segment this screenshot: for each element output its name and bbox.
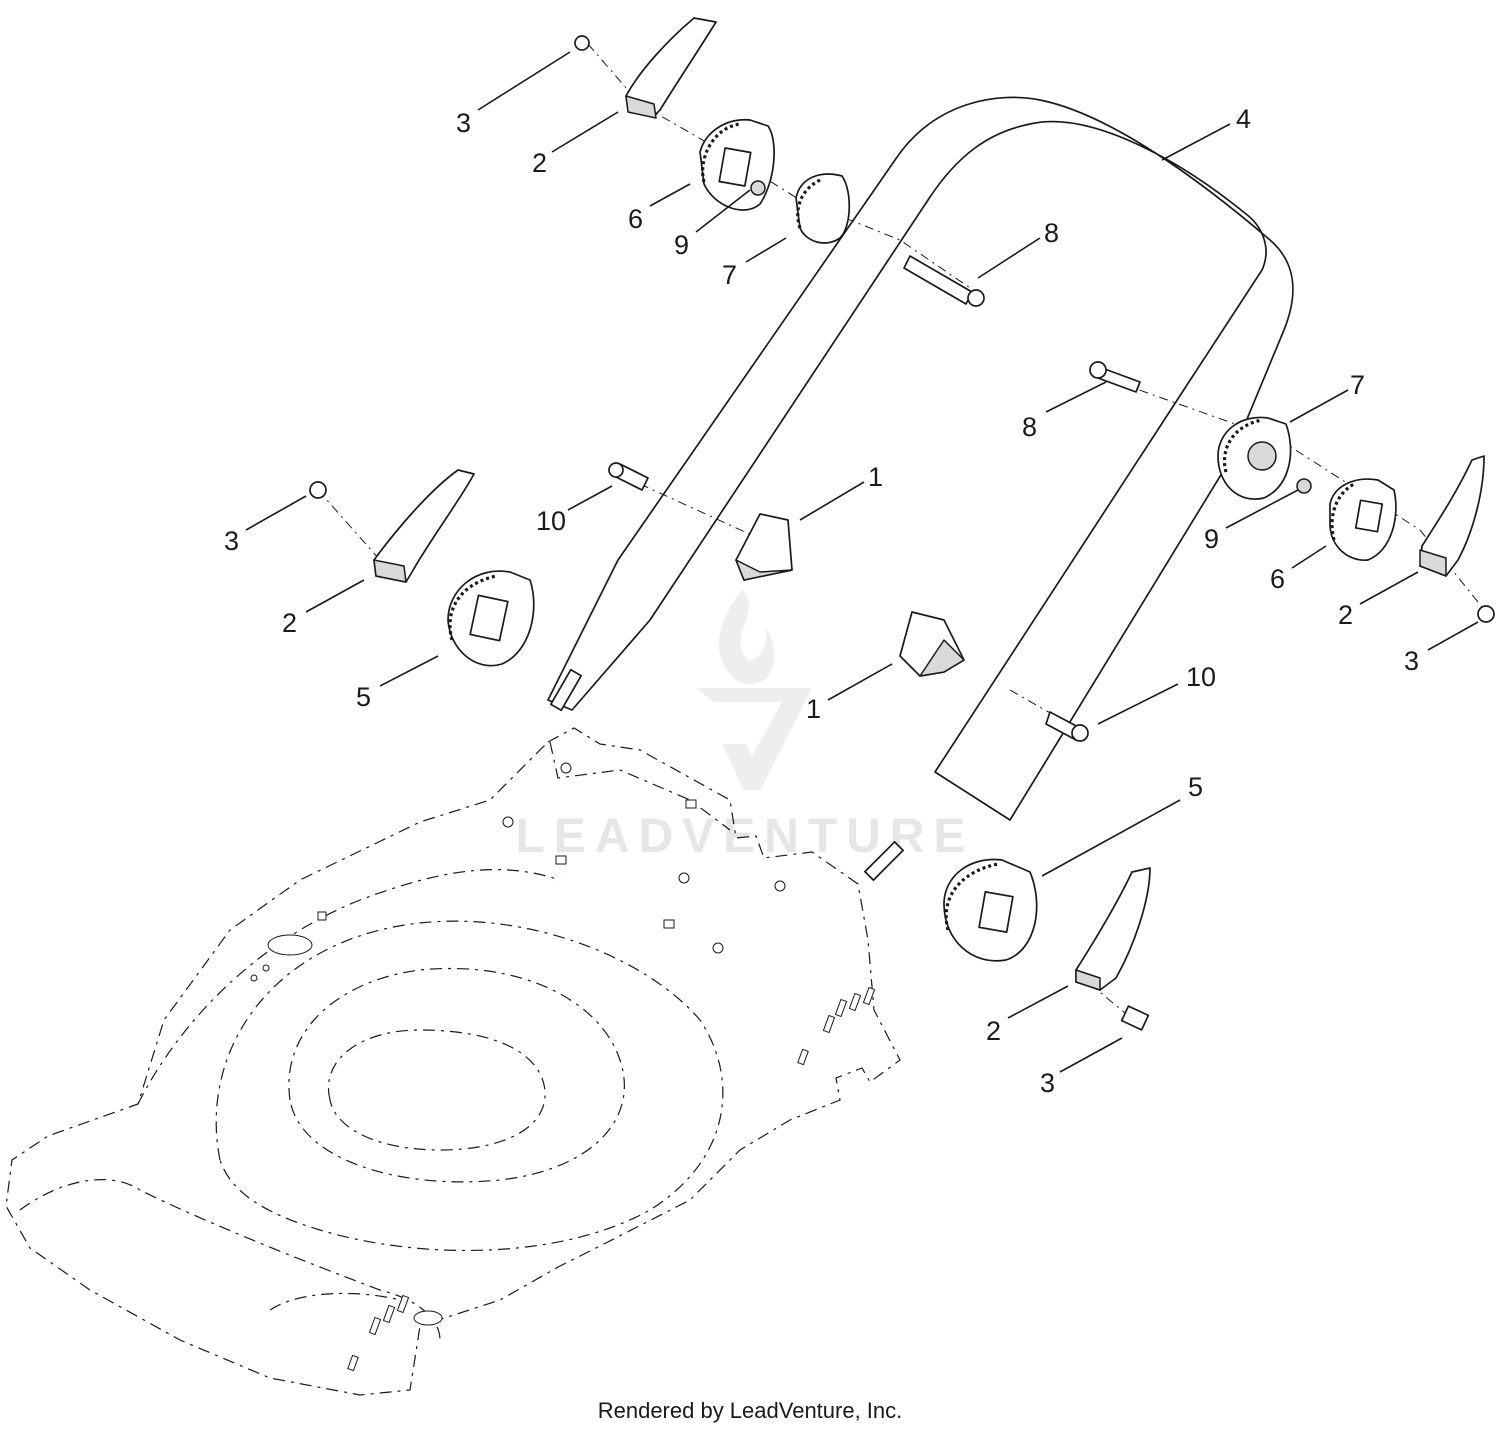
callout-3: 3: [224, 526, 239, 556]
callout-7: 7: [722, 260, 737, 290]
callout-2: 2: [282, 608, 297, 638]
leader-lines: [245, 51, 1479, 1073]
callout-1: 1: [868, 462, 883, 492]
callout-2: 2: [986, 1016, 1001, 1046]
upper-left-height-adjuster: [574, 17, 985, 307]
callout-3: 3: [456, 108, 471, 138]
callout-9: 9: [1204, 524, 1219, 554]
handle-bracket-upper: [735, 513, 793, 581]
callout-1: 1: [806, 694, 821, 724]
callout-4: 4: [1236, 104, 1251, 134]
callout-10: 10: [1186, 662, 1216, 692]
callout-labels: 3 2 6 9 7 4 8 8 7 10 1 3 2 5 9 6 2 3 1 1…: [224, 104, 1419, 1098]
render-credit: Rendered by LeadVenture, Inc.: [597, 1398, 903, 1423]
handle-bracket-lower: [899, 611, 1089, 742]
callout-3: 3: [1040, 1068, 1055, 1098]
callout-5: 5: [1188, 772, 1203, 802]
callout-2: 2: [532, 148, 547, 178]
deck-vents: [250, 762, 876, 1372]
callout-5: 5: [356, 682, 371, 712]
callout-6: 6: [1270, 564, 1285, 594]
lower-right-height-adjuster: [943, 858, 1151, 1031]
callout-9: 9: [674, 230, 689, 260]
handle-tube: [547, 96, 1294, 881]
callout-6: 6: [628, 204, 643, 234]
left-height-adjuster: [309, 462, 649, 667]
callout-7: 7: [1350, 370, 1365, 400]
callout-2: 2: [1338, 600, 1353, 630]
callout-8: 8: [1044, 218, 1059, 248]
callout-3: 3: [1404, 646, 1419, 676]
mower-deck: [5, 727, 901, 1396]
right-height-adjuster: [1089, 361, 1495, 623]
callout-8: 8: [1022, 412, 1037, 442]
callout-10: 10: [536, 506, 566, 536]
